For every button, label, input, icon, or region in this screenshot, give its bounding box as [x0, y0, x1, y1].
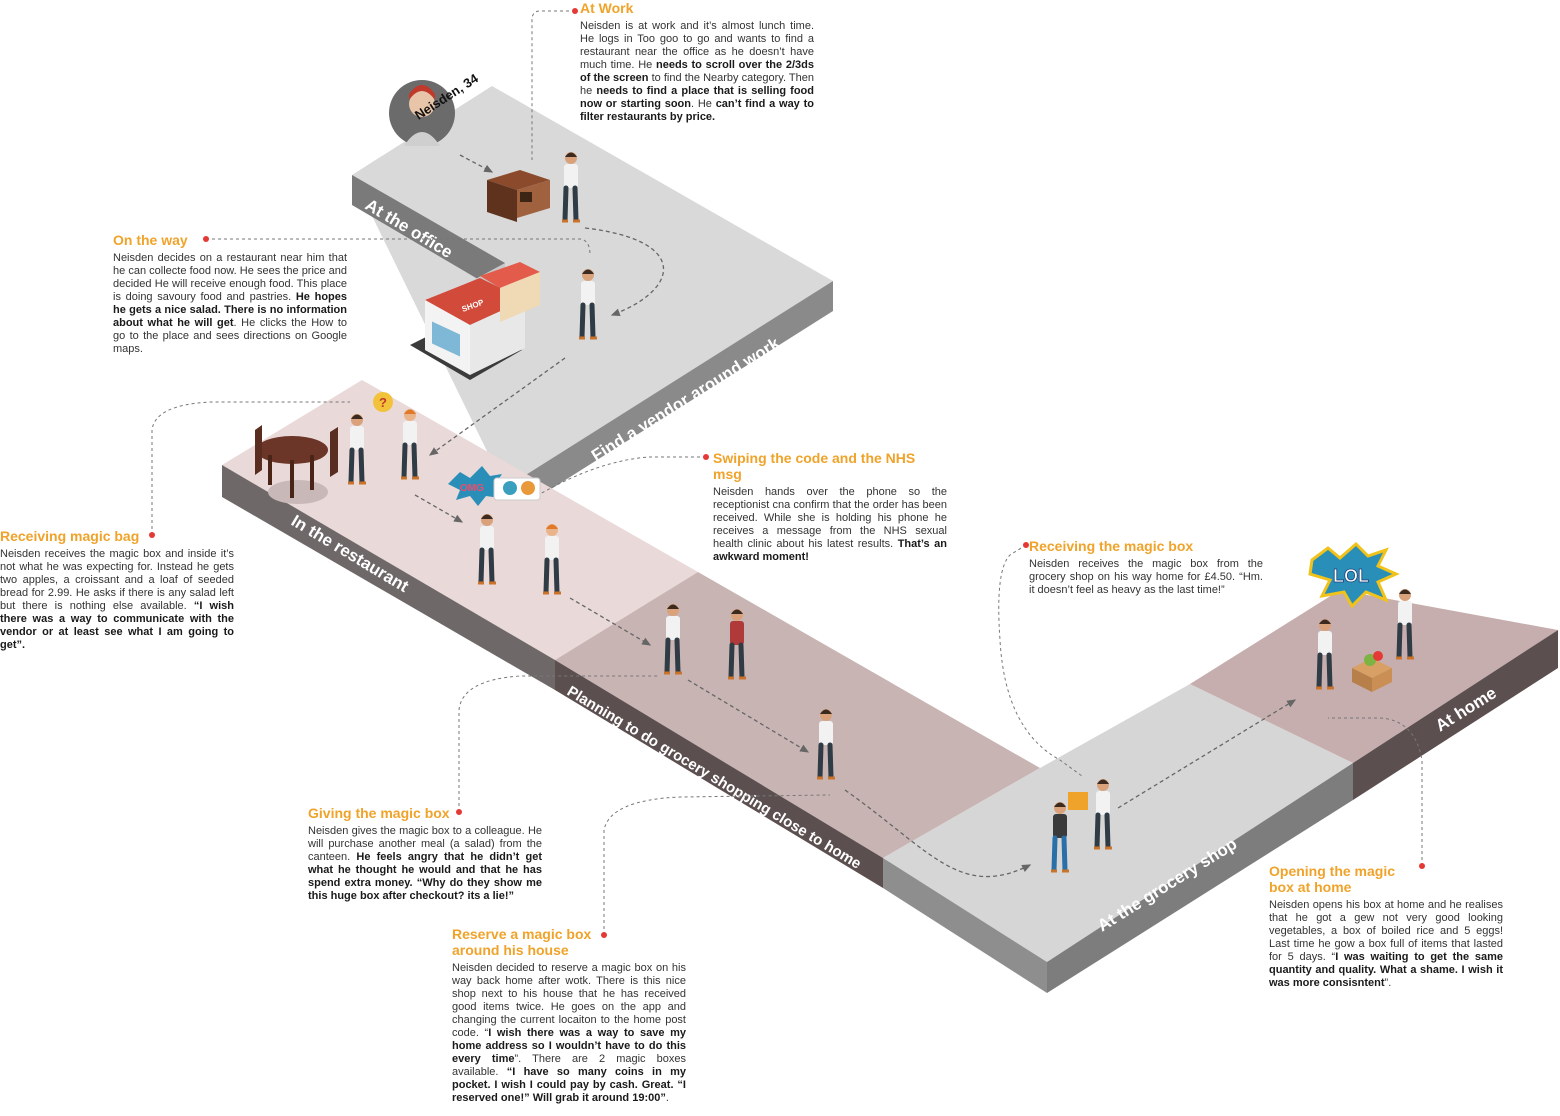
office-desk-icon	[487, 170, 550, 222]
callout-leader-lines	[151, 10, 1423, 935]
path-floor-grocery	[883, 684, 1353, 993]
step-body: Neisden receives the magic box and insid…	[0, 548, 234, 652]
person-figure-neisden	[478, 514, 496, 585]
step-body-emphasis: needs to scroll over the 2/3ds of the sc…	[580, 59, 814, 84]
step-body-text: ”. There are 2 magic boxes available.	[452, 1053, 686, 1078]
step-body: Neisden decides on a restaurant near him…	[113, 252, 347, 356]
step-title: Opening the magic box at home	[1269, 863, 1396, 895]
step-body-text: . He	[690, 98, 716, 110]
svg-text:?: ?	[379, 395, 387, 410]
restaurant-table-icon	[255, 425, 338, 504]
person-figure-neisden	[817, 709, 835, 780]
step-body-emphasis: needs to find a place that is selling fo…	[580, 85, 814, 110]
person-figure-neisden	[1094, 779, 1112, 850]
step-title: Swiping the code and the NHS msg	[713, 450, 916, 482]
step-body: Neisden receives the magic box from the …	[1029, 558, 1263, 597]
step-title: Receiving the magic box	[1029, 538, 1194, 554]
lol-bubble-icon: LOL	[1308, 541, 1400, 609]
step-opening-box-at-home: Opening the magic box at home Neisden op…	[1269, 863, 1503, 990]
step-title: On the way	[113, 232, 188, 248]
step-giving-magic-box: Giving the magic box Neisden gives the m…	[308, 805, 542, 903]
step-body-text: Neisden hands over the phone so the rece…	[713, 486, 947, 550]
person-figure-partner	[1396, 589, 1414, 660]
question-bubble-icon: ?	[373, 392, 393, 412]
person-figure-neisden	[562, 152, 580, 223]
person-figure-neisden	[1316, 619, 1334, 690]
step-body: Neisden decided to reserve a magic box o…	[452, 962, 686, 1105]
lol-bubble-text: LOL	[1333, 566, 1369, 586]
step-at-work: At Work Neisden is at work and it’s almo…	[580, 0, 814, 124]
step-body-text: Neisden decided to reserve a magic box o…	[452, 962, 686, 1039]
journey-flow-arrows	[414, 154, 1297, 878]
person-figure-neisden	[348, 414, 366, 485]
step-body: Neisden opens his box at home and he rea…	[1269, 899, 1503, 990]
step-body-emphasis: He hopes he gets a nice salad. There is …	[113, 291, 348, 329]
step-body-emphasis: “I wish there was a way to communicate w…	[0, 600, 234, 651]
step-body-text: Neisden gives the magic box to a colleag…	[308, 825, 542, 863]
person-figure-neisden	[579, 269, 597, 340]
step-title: Reserve a magic box around his house	[452, 926, 592, 958]
step-body-text: Neisden receives the magic box from the …	[1029, 558, 1263, 596]
step-body: Neisden gives the magic box to a colleag…	[308, 825, 542, 903]
omg-bubble-text: OMG	[460, 483, 484, 494]
shop-building-icon: SHOP	[410, 262, 540, 380]
step-swiping-code: Swiping the code and the NHS msg Neisden…	[713, 450, 947, 564]
step-body-emphasis: “I have so many coins in my pocket. I wi…	[452, 1066, 686, 1104]
step-body-text: Neisden opens his box at home and he rea…	[1269, 899, 1503, 963]
step-title: Giving the magic box	[308, 805, 450, 821]
person-figure-neisden	[664, 604, 682, 675]
step-body-text: Neisden receives the magic box and insid…	[0, 548, 234, 612]
step-receiving-magic-box: Receiving the magic box Neisden receives…	[1029, 538, 1263, 597]
person-figure-receptionist	[543, 524, 561, 595]
step-body-emphasis: He feels angry that he didn’t get what h…	[308, 851, 542, 902]
person-figure-receptionist	[401, 409, 419, 480]
step-body-text: to find the Nearby category. Then he	[580, 72, 814, 97]
omg-bubble-icon: OMG	[448, 466, 502, 506]
step-title: At Work	[580, 0, 634, 16]
vegetable-box-icon	[1352, 651, 1392, 692]
people-figures	[348, 152, 1414, 873]
callout-dots	[149, 8, 1425, 938]
step-receiving-magic-bag: Receiving magic bag Neisden receives the…	[0, 528, 234, 652]
step-body-emphasis: I was waiting to get the same quantity a…	[1269, 951, 1503, 989]
step-body: Neisden is at work and it’s almost lunch…	[580, 20, 814, 124]
persona-avatar	[389, 80, 455, 146]
step-title: Receiving magic bag	[0, 528, 140, 544]
step-body-text: ”.	[1384, 977, 1392, 989]
step-body-text: . He clicks the How to go to the place a…	[113, 317, 347, 355]
grocery-box-icon	[1068, 792, 1088, 810]
step-body-emphasis: I wish there was a way to save my home a…	[452, 1027, 686, 1065]
step-body-text: Neisden decides on a restaurant near him…	[113, 252, 347, 303]
step-body: Neisden hands over the phone so the rece…	[713, 486, 947, 564]
person-figure-colleague	[728, 609, 746, 680]
step-body-emphasis: That’s an awkward moment!	[713, 538, 947, 563]
person-figure-shopkeeper	[1051, 802, 1069, 873]
step-reserve-magic-box: Reserve a magic box around his house Nei…	[452, 926, 686, 1105]
step-body-text: .	[665, 1092, 669, 1104]
step-body-text: Neisden is at work and it’s almost lunch…	[580, 20, 814, 71]
chat-avatars-icon	[493, 477, 541, 501]
step-body-emphasis: can’t find a way to filter restaurants b…	[580, 98, 814, 123]
step-on-the-way: On the way Neisden decides on a restaura…	[113, 232, 347, 356]
